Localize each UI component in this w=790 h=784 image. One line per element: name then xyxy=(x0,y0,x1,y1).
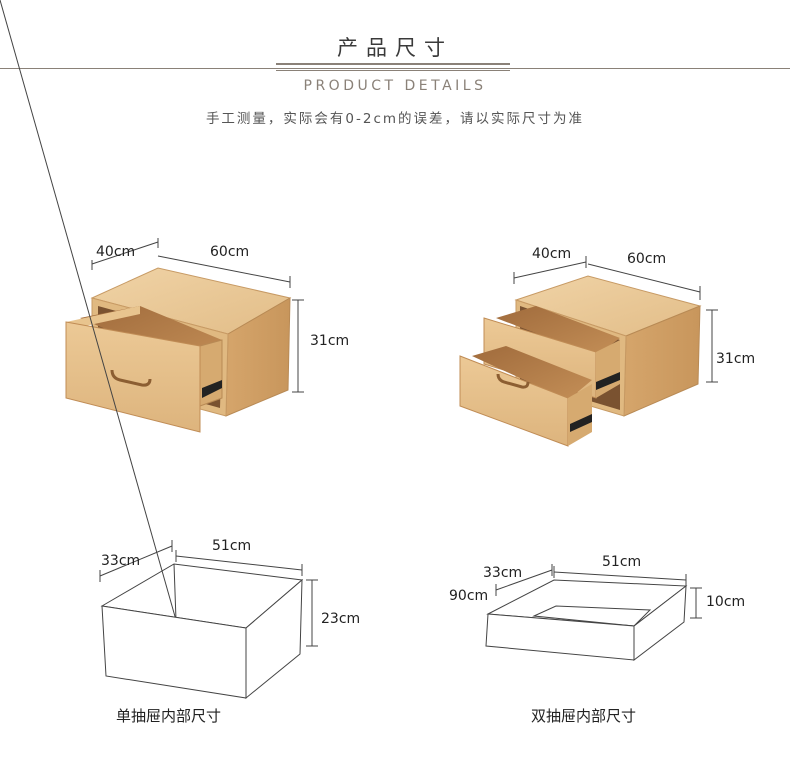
header-divider xyxy=(0,68,790,69)
double-drawer-cabinet xyxy=(459,256,718,447)
double-height-label: 31cm xyxy=(716,351,756,367)
double-inner-caption: 双抽屉内部尺寸 xyxy=(531,707,637,725)
double-inner-box xyxy=(485,564,702,662)
single-width-label: 60cm xyxy=(210,244,250,260)
double-inner-height-label: 10cm xyxy=(706,594,746,610)
page-title: 产品尺寸 xyxy=(337,36,453,60)
header-accent-line-lower xyxy=(276,70,510,71)
double-inner-width-label: 51cm xyxy=(602,554,642,570)
single-inner-height-label: 23cm xyxy=(321,611,361,627)
single-inner-depth-label: 33cm xyxy=(101,553,141,569)
single-inner-caption: 单抽屉内部尺寸 xyxy=(116,707,222,725)
single-inner-box xyxy=(0,0,318,700)
single-inner-width-label: 51cm xyxy=(212,538,252,554)
header-accent-line xyxy=(276,63,510,65)
single-drawer-cabinet xyxy=(65,238,304,433)
double-inner-depth-alt-label: 90cm xyxy=(449,588,489,604)
double-width-label: 60cm xyxy=(627,251,667,267)
double-inner-depth-label: 33cm xyxy=(483,565,523,581)
double-depth-label: 40cm xyxy=(532,246,572,262)
single-height-label: 31cm xyxy=(310,333,350,349)
single-depth-label: 40cm xyxy=(96,244,136,260)
measurement-note: 手工测量，实际会有0-2cm的误差，请以实际尺寸为准 xyxy=(205,111,585,127)
page-subtitle-en: PRODUCT DETAILS xyxy=(303,78,487,94)
